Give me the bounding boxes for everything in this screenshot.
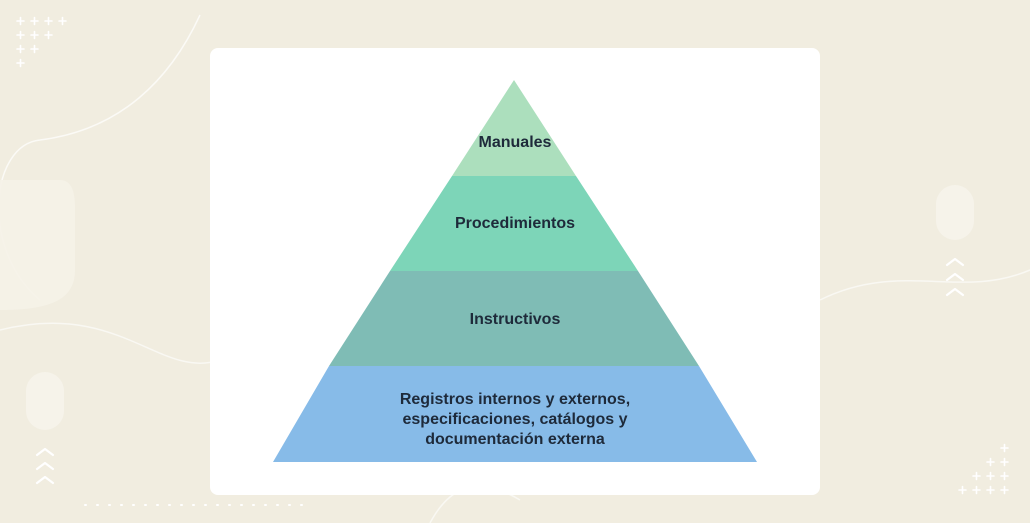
pyramid-diagram xyxy=(273,80,757,462)
pyramid-level-procedimientos xyxy=(390,176,638,271)
level-label-manuales: Manuales xyxy=(478,134,552,151)
level-label-procedimientos: Procedimientos xyxy=(454,215,576,232)
decorative-blob xyxy=(0,180,75,310)
diagram-card: Manuales Procedimientos Instructivos Reg… xyxy=(210,48,820,495)
plus-grid-icon xyxy=(958,443,1009,495)
pyramid-level-manuales xyxy=(452,80,576,176)
level-label-instructivos: Instructivos xyxy=(469,311,561,328)
decorative-curve xyxy=(0,322,221,364)
pyramid-level-registros xyxy=(273,366,757,462)
decorative-curve xyxy=(819,269,1030,301)
level-label-registros: Registros internos y externos, especific… xyxy=(399,391,631,448)
decorative-pill xyxy=(26,372,64,430)
chevron-up-icon xyxy=(35,447,55,485)
decorative-pill xyxy=(936,185,974,240)
plus-grid-icon xyxy=(16,16,67,68)
chevron-up-icon xyxy=(945,257,965,297)
pyramid-level-instructivos xyxy=(329,271,699,366)
